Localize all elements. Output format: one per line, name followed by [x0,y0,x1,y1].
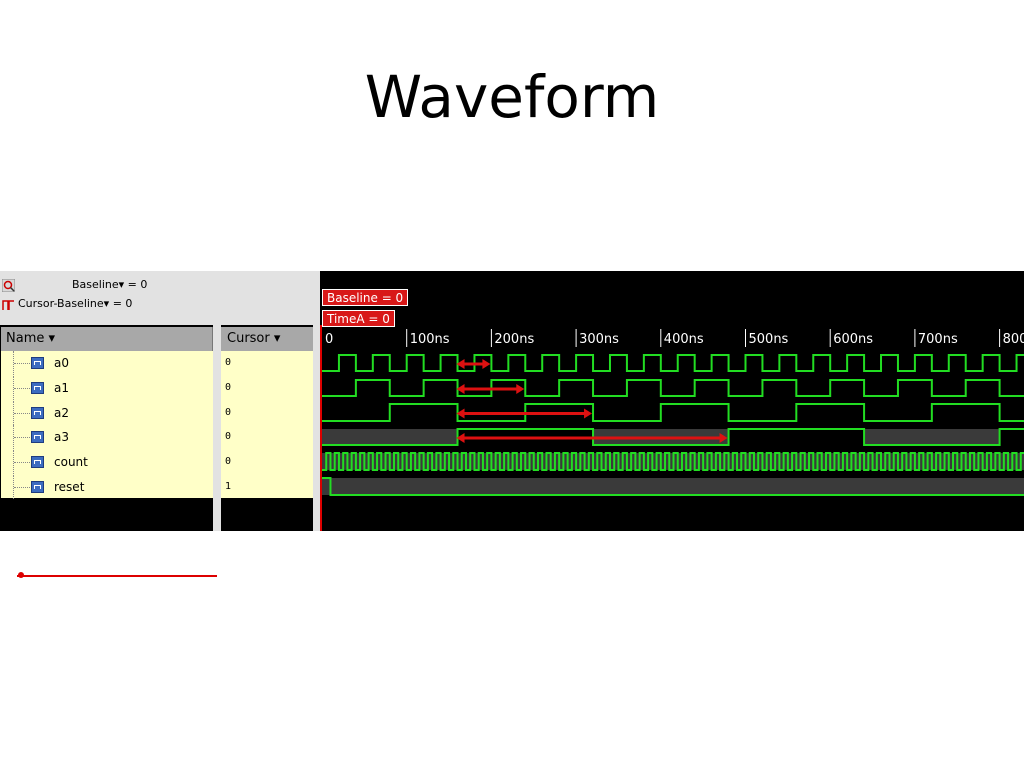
duration-arrow-head-right [516,384,525,394]
signal-row-a0[interactable]: a0 [1,351,213,375]
duration-arrow-head-right [719,433,728,443]
signal-name: a3 [54,430,69,444]
signal-wave-icon [31,456,44,468]
signal-low-shade [864,429,1000,445]
signal-wave-icon [31,357,44,369]
time-tick-label: 800 [1003,332,1024,347]
cursor-baseline-dropdown[interactable]: ▾ [103,297,110,310]
duration-arrow-head-left [456,359,465,369]
duration-arrow-head-left [456,433,465,443]
signal-a2-wave [322,403,1024,422]
cursor-value: 0 [225,456,232,467]
signal-row-a1[interactable]: a1 [1,376,213,400]
panel-divider[interactable] [213,325,221,531]
waveform-window: Baseline▾ = 0 Cursor-Baseline▾ = 0 Name … [0,271,1024,578]
cursor-baseline-icon[interactable] [2,297,15,311]
cursor-baseline-value: = 0 [112,297,133,310]
cursor-time-marker [17,575,217,577]
tree-connector [13,401,32,425]
cursor-value: 0 [225,407,232,418]
signal-a0-wave [322,354,1024,372]
cursor-baseline-row: Cursor-Baseline▾ = 0 [2,296,132,312]
signal-wave-icon [31,431,44,443]
duration-arrow-head-right [482,359,491,369]
signal-row-count[interactable]: count [1,450,213,474]
signal-name: a0 [54,356,69,370]
time-tick-label: 700ns [918,332,958,347]
cursor-column-header[interactable]: Cursor ▾ [221,327,313,351]
signal-row-a2[interactable]: a2 [1,401,213,425]
tree-connector [13,425,32,449]
time-tick-label: 0 [325,332,333,347]
baseline-dropdown[interactable]: ▾ [118,278,125,291]
tree-connector [13,475,32,499]
signal-count-wave [322,452,1024,471]
duration-arrow-head-left [456,384,465,394]
time-tick-label: 300ns [579,332,619,347]
tree-connector [13,351,32,375]
duration-arrow-head-right [584,408,593,419]
tree-connector [13,376,32,400]
panel-divider[interactable] [313,325,320,531]
tree-connector [13,450,32,474]
zoom-baseline-icon[interactable] [2,278,15,292]
cursor-value-list: 0 0 0 0 0 1 [221,351,313,498]
cursor-time-marker-dot[interactable] [18,572,24,578]
waveform-display[interactable]: Baseline = 0 TimeA = 0 0 100ns 200ns 300ns 4… [320,271,1024,531]
name-column-header[interactable]: Name ▾ [1,327,213,351]
time-tick-label: 500ns [749,332,789,347]
baseline-value: = 0 [127,278,148,291]
signal-name: reset [54,480,85,494]
signal-wave-icon [31,407,44,419]
signal-row-reset[interactable]: reset [1,475,213,499]
signal-a3-wave [322,428,1024,446]
signal-low-shade [322,429,458,445]
cursor-value: 0 [225,431,232,442]
signal-row-a3[interactable]: a3 [1,425,213,449]
baseline-label: Baseline [72,278,119,291]
signal-wave-icon [31,382,44,394]
timea-tag[interactable]: TimeA = 0 [322,310,395,327]
waveform-canvas: 0 100ns 200ns 300ns 400ns 500ns 600ns 700ns 800 [320,325,1024,531]
signal-name-list: a0 a1 a2 a3 count reset [1,351,217,578]
signal-reset-wave [322,477,1024,496]
baseline-info-panel: Baseline▾ = 0 Cursor-Baseline▾ = 0 [0,271,320,325]
signal-wave-icon [31,481,44,493]
signal-name: a2 [54,406,69,420]
time-tick-label: 200ns [494,332,534,347]
baseline-tag[interactable]: Baseline = 0 [322,289,409,306]
cursor-value: 0 [225,357,232,368]
signal-shade [322,478,1024,495]
cursor-baseline-label: Cursor-Baseline [18,297,104,310]
baseline-row: Baseline▾ = 0 [2,277,147,293]
duration-arrow-head-left [456,408,465,419]
cursor-value: 1 [225,481,232,492]
signal-name: count [54,455,88,469]
time-tick-label: 400ns [664,332,704,347]
time-tick-label: 100ns [410,332,450,347]
cursor-value: 0 [225,382,232,393]
signal-a1-wave [322,379,1024,397]
time-tick-label: 600ns [833,332,873,347]
signal-name: a1 [54,381,69,395]
slide-title: Waveform [364,63,660,131]
